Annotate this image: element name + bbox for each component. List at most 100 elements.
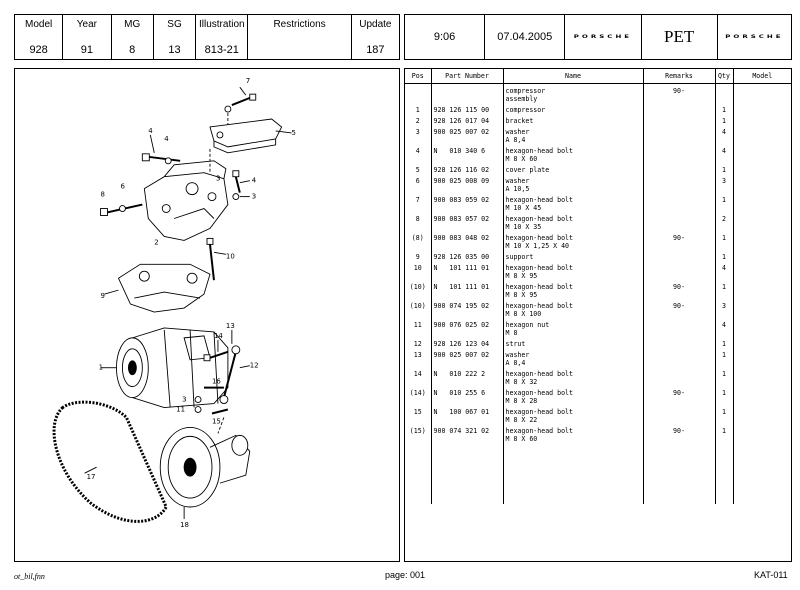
bracket-drawing <box>143 148 229 241</box>
callout-9: 9 <box>101 292 105 300</box>
callout-4: 4 <box>148 127 153 135</box>
filler-cell <box>715 443 734 504</box>
row-remarks <box>643 261 716 280</box>
row-remarks <box>643 367 716 386</box>
row-part-number: 928 126 116 02 <box>431 163 504 174</box>
row-remarks <box>643 103 716 114</box>
callout-7: 7 <box>246 77 250 85</box>
row-name: hexagon-head bolt M 8 X 95 <box>503 280 644 299</box>
row-remarks <box>643 193 716 212</box>
bolt-8-drawing <box>100 203 143 216</box>
row-model <box>733 386 791 405</box>
row-qty: 4 <box>715 144 734 163</box>
footer-filename: ot_bil,fnn <box>14 572 45 581</box>
row-pos: 13 <box>405 348 432 367</box>
col-model: Model <box>733 69 791 84</box>
row-part-number: 900 083 059 02 <box>431 193 504 212</box>
row-pos: 9 <box>405 250 432 261</box>
row-part-number: 928 126 035 00 <box>431 250 504 261</box>
row-remarks <box>643 125 716 144</box>
callout-13: 13 <box>226 322 235 330</box>
filler-cell <box>643 443 716 504</box>
filler-cell <box>503 443 644 504</box>
callout-15: 15 <box>212 417 221 425</box>
row-remarks <box>643 337 716 348</box>
row-name: hexagon-head bolt M 10 X 35 <box>503 212 644 231</box>
row-pos: (15) <box>405 424 432 443</box>
callout-16: 16 <box>212 378 221 386</box>
row-pos: 3 <box>405 125 432 144</box>
filler-cell <box>733 443 791 504</box>
row-pos: 2 <box>405 114 432 125</box>
callout-3: 3 <box>252 193 256 201</box>
header-date: 07.04.2005 <box>485 15 566 59</box>
bolt-4-right-drawing <box>232 170 250 201</box>
row-qty: 4 <box>715 125 734 144</box>
row-qty: 1 <box>715 163 734 174</box>
support-drawing <box>104 263 211 313</box>
row-model <box>733 318 791 337</box>
row-qty: 1 <box>715 231 734 250</box>
pulley-drawing <box>159 417 251 519</box>
row-name: compressor <box>503 103 644 114</box>
row-remarks <box>643 163 716 174</box>
exploded-view-illustration: 1 2 3 4 5 6 7 8 9 10 11 12 13 14 15 16 1… <box>14 68 400 562</box>
row-pos: 5 <box>405 163 432 174</box>
footer-catalog-id: KAT-011 <box>754 570 788 580</box>
row-name: strut <box>503 337 644 348</box>
row-pos: 7 <box>405 193 432 212</box>
row-model <box>733 103 791 114</box>
row-pos: 4 <box>405 144 432 163</box>
row-model <box>733 231 791 250</box>
row-qty: 3 <box>715 299 734 318</box>
belt-drawing <box>52 400 168 523</box>
row-qty: 2 <box>715 212 734 231</box>
callout-1: 1 <box>99 364 103 372</box>
row-qty <box>715 83 734 103</box>
row-model <box>733 212 791 231</box>
row-pos: 15 <box>405 405 432 424</box>
row-name: hexagon-head bolt M 8 X 100 <box>503 299 644 318</box>
callout-12: 12 <box>250 362 259 370</box>
row-pos: 8 <box>405 212 432 231</box>
row-name: washer A 8,4 <box>503 125 644 144</box>
row-part-number: N 010 255 6 <box>431 386 504 405</box>
filler-cell <box>431 443 504 504</box>
row-remarks: 90- <box>643 280 716 299</box>
col-part-number: Part Number <box>431 69 504 84</box>
row-qty: 3 <box>715 174 734 193</box>
row-pos: (10) <box>405 299 432 318</box>
row-model <box>733 405 791 424</box>
row-model <box>733 367 791 386</box>
row-part-number: 900 025 007 02 <box>431 125 504 144</box>
row-qty: 4 <box>715 261 734 280</box>
callout-11: 11 <box>176 405 185 413</box>
row-name: hexagon-head bolt M 8 X 28 <box>503 386 644 405</box>
